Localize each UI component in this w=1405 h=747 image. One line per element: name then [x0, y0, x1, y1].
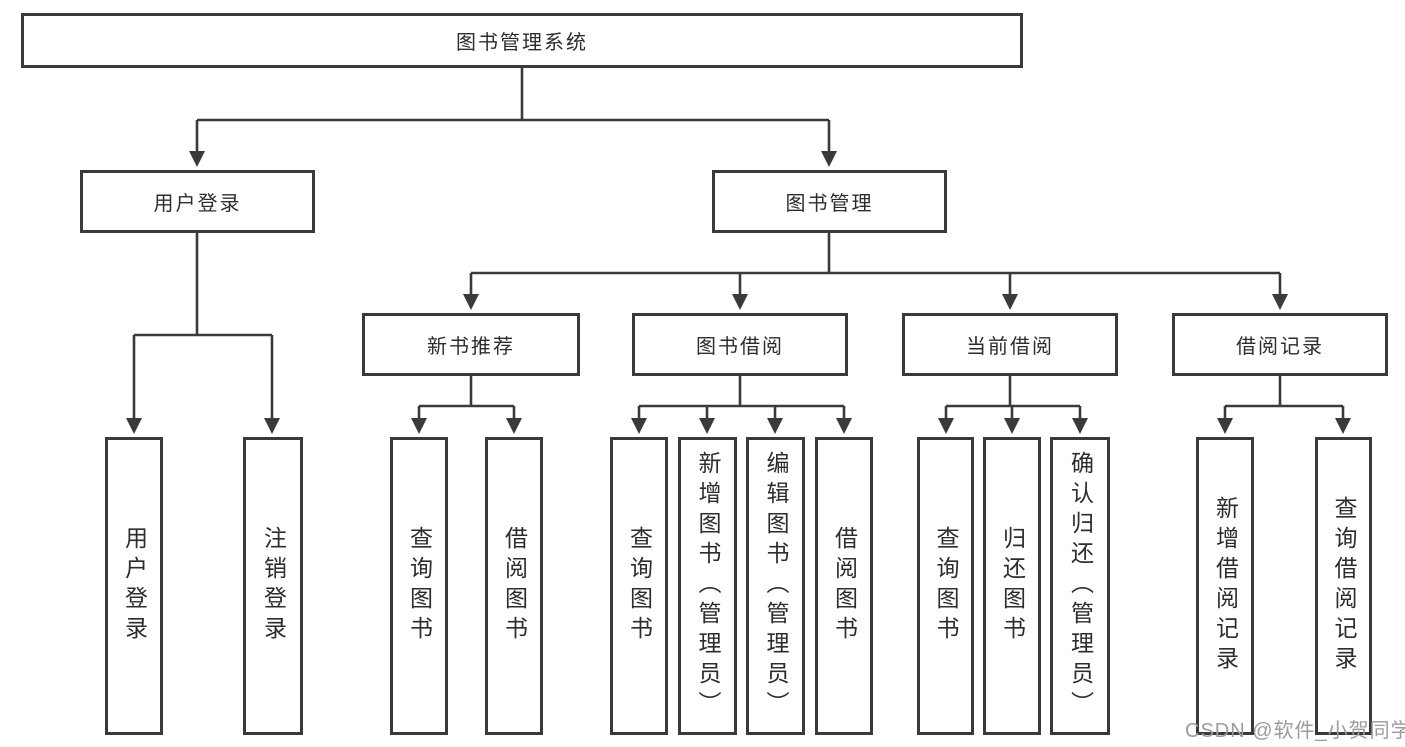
node-book-borrowing: 图书借阅	[632, 313, 848, 376]
node-label: 查询图书	[626, 526, 653, 646]
node-label: 借阅图书	[831, 526, 858, 646]
node-label: 注销登录	[260, 526, 287, 646]
node-user-login: 用户登录	[80, 170, 315, 233]
node-borrow-books-recommend: 借阅图书	[485, 437, 543, 735]
node-return-books: 归还图书	[983, 437, 1041, 735]
node-label: 查询图书	[933, 526, 959, 646]
node-current-borrowing: 当前借阅	[902, 313, 1118, 376]
node-edit-books-admin: 编辑图书（管理员）	[746, 437, 805, 735]
node-label: 归还图书	[999, 526, 1026, 646]
watermark: CSDN @软件_小贺同学	[1185, 720, 1405, 742]
node-label: 新增借阅记录	[1212, 496, 1239, 676]
node-add-borrow-record: 新增借阅记录	[1196, 437, 1254, 735]
node-query-books-current: 查询图书	[917, 437, 974, 735]
node-new-book-recommend: 新书推荐	[362, 313, 580, 376]
node-logout: 注销登录	[243, 437, 303, 735]
node-library-management-system: 图书管理系统	[21, 13, 1023, 68]
node-label: 编辑图书（管理员）	[763, 451, 789, 721]
node-query-books-borrowing: 查询图书	[610, 437, 668, 735]
node-confirm-return-admin: 确认归还（管理员）	[1050, 437, 1110, 735]
node-query-borrow-record: 查询借阅记录	[1315, 437, 1372, 735]
node-user-login-leaf: 用户登录	[105, 437, 163, 735]
node-label: 查询借阅记录	[1331, 496, 1357, 676]
node-query-books-recommend: 查询图书	[390, 437, 448, 735]
node-borrow-books: 借阅图书	[815, 437, 873, 735]
node-book-management: 图书管理	[712, 170, 947, 233]
node-label: 查询图书	[406, 526, 433, 646]
node-add-books-admin: 新增图书（管理员）	[678, 437, 737, 735]
node-label: 确认归还（管理员）	[1067, 451, 1094, 721]
node-borrowing-records: 借阅记录	[1172, 313, 1388, 376]
node-label: 借阅图书	[501, 526, 528, 646]
node-label: 新增图书（管理员）	[695, 451, 721, 721]
node-label: 用户登录	[121, 526, 148, 646]
